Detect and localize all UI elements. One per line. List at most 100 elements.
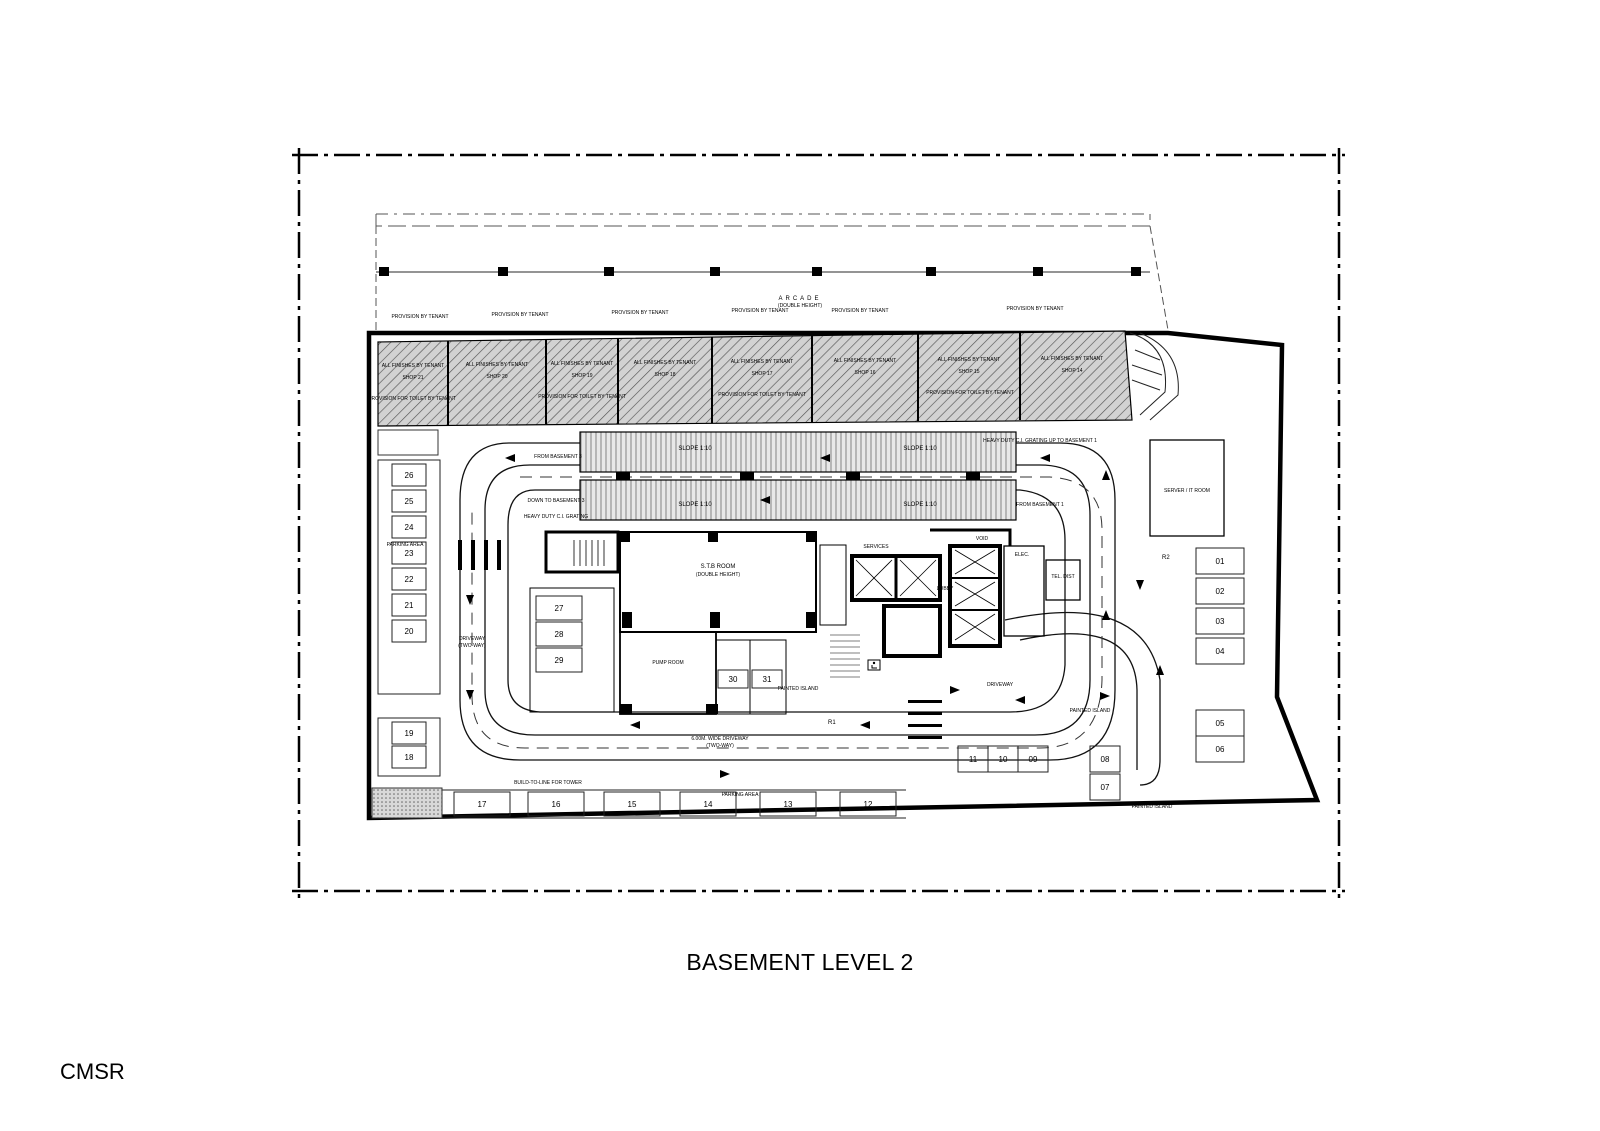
stb-note: (DOUBLE HEIGHT) <box>696 572 741 578</box>
center-dashes <box>471 476 1103 749</box>
parking-stall <box>839 791 897 817</box>
arcade-note: (DOUBLE HEIGHT) <box>778 303 823 309</box>
provision-note: PROVISION BY TENANT <box>1006 306 1063 312</box>
center-stalls: 30 31 <box>717 669 783 689</box>
driveway-right: DRIVEWAY <box>987 682 1014 688</box>
r1-label: R1 <box>828 720 836 726</box>
slope-label-4: SLOPE 1:10 <box>903 502 937 508</box>
bottom-stall-label: 12 <box>864 800 873 809</box>
toilet-note: PROVISION FOR TOILET BY TENANT <box>368 396 456 402</box>
painted-island-1: PAINTED ISLAND <box>778 686 819 692</box>
shop-provision-notes: PROVISION BY TENANT PROVISION BY TENANT PR… <box>368 306 1063 402</box>
parking-stall <box>1089 773 1121 801</box>
stair-treads <box>573 540 605 566</box>
pump-room: PUMP ROOM <box>652 660 683 666</box>
left-stall-label: 22 <box>405 575 414 584</box>
shop-note: ALL FINISHES BY TENANT <box>466 362 528 368</box>
right-stall-label: 06 <box>1216 745 1225 754</box>
parking-area-left-box <box>377 429 439 456</box>
parking-stall <box>1195 607 1245 635</box>
shop-note: ALL FINISHES BY TENANT <box>634 360 696 366</box>
mid-stall-label: 28 <box>555 630 564 639</box>
parking-stall <box>1195 637 1245 665</box>
elec-label: ELEC. <box>1015 552 1029 558</box>
site-boundary <box>292 148 1345 898</box>
parking-stall <box>391 541 427 565</box>
firm-label: CMSR <box>60 1059 125 1084</box>
parking-stall <box>535 647 583 673</box>
accessible-parking-icon <box>867 659 881 671</box>
left-stall-label: 26 <box>405 471 414 480</box>
down-to-basement-3: DOWN TO BASEMENT 3 <box>528 498 585 504</box>
toilet-note: PROVISION FOR TOILET BY TENANT <box>926 390 1014 396</box>
parking-area-left: PARKING AREA <box>387 542 425 548</box>
grating-note: HEAVY DUTY C.I. GRATING <box>524 514 588 520</box>
server-room-label: SERVER / IT ROOM <box>1164 488 1210 494</box>
left-stall-label: 25 <box>405 497 414 506</box>
parking-stall <box>679 791 737 817</box>
right-stall-label: 02 <box>1216 587 1225 596</box>
build-to-line: BUILD-TO-LINE FOR TOWER <box>514 780 582 786</box>
tel-label: TEL. DIST <box>1051 574 1074 580</box>
left-parking-block <box>377 459 441 777</box>
parking-stall <box>535 621 583 647</box>
left-stall-label: 23 <box>405 549 414 558</box>
shop-label: SHOP 21 <box>402 375 423 381</box>
left-stall-label: 21 <box>405 601 414 610</box>
shop-note: ALL FINISHES BY TENANT <box>938 357 1000 363</box>
void-label: VOID <box>976 536 989 542</box>
provision-note: PROVISION BY TENANT <box>731 308 788 314</box>
right-stall-label: 05 <box>1216 719 1225 728</box>
shop-note: ALL FINISHES BY TENANT <box>1041 356 1103 362</box>
core-block <box>529 530 817 715</box>
parking-stall <box>1195 735 1245 763</box>
mid-stall-label: 27 <box>555 604 564 613</box>
direction-arrows <box>466 454 1164 778</box>
shop-note: ALL FINISHES BY TENANT <box>834 358 896 364</box>
zebra-bottom <box>908 700 942 739</box>
shop-label: SHOP 19 <box>571 373 592 379</box>
provision-note: PROVISION BY TENANT <box>491 312 548 318</box>
island-stall-label: 10 <box>999 755 1008 764</box>
lift-cross-marks <box>855 549 996 641</box>
center-stall-label: 31 <box>763 675 772 684</box>
island-stall-label: 07 <box>1101 783 1110 792</box>
parking-stall <box>751 669 783 689</box>
core-columns <box>620 532 816 714</box>
bottom-stall-label: 13 <box>784 800 793 809</box>
ramp-columns <box>616 472 980 480</box>
shop-note: ALL FINISHES BY TENANT <box>551 361 613 367</box>
island-stall-label: 08 <box>1101 755 1110 764</box>
bottom-stall-label: 16 <box>552 800 561 809</box>
bottom-stall-label: 15 <box>628 800 637 809</box>
painted-island-2: PAINTED ISLAND <box>1070 708 1111 714</box>
from-basement-1: FROM BASEMENT 1 <box>1016 502 1064 508</box>
shop-dividers <box>447 333 1021 425</box>
bottom-left-planter <box>371 787 443 819</box>
parking-stall <box>391 463 427 487</box>
server-room <box>1149 439 1225 537</box>
parking-stall <box>391 593 427 617</box>
stair-hatch <box>830 634 860 678</box>
painted-island-3: PAINTED ISLAND <box>1132 804 1173 810</box>
zebra-left <box>458 540 501 570</box>
r2-label: R2 <box>1162 555 1170 561</box>
parking-stall <box>717 669 749 689</box>
shop-strip <box>377 330 1133 427</box>
shop-label: SHOP 15 <box>958 369 979 375</box>
right-stall-label: 04 <box>1216 647 1225 656</box>
bottom-parking-row <box>440 789 906 819</box>
building-outline <box>366 330 1321 821</box>
slope-label-3: SLOPE 1:10 <box>678 502 712 508</box>
provision-note: PROVISION BY TENANT <box>611 310 668 316</box>
lift-core <box>819 528 1081 658</box>
drawing-title: BASEMENT LEVEL 2 <box>686 949 914 975</box>
center-stall-label: 30 <box>729 675 738 684</box>
left-stall-label: 18 <box>405 753 414 762</box>
lobby-label: LOBBY <box>937 586 954 592</box>
island-stall-label: 09 <box>1029 755 1038 764</box>
